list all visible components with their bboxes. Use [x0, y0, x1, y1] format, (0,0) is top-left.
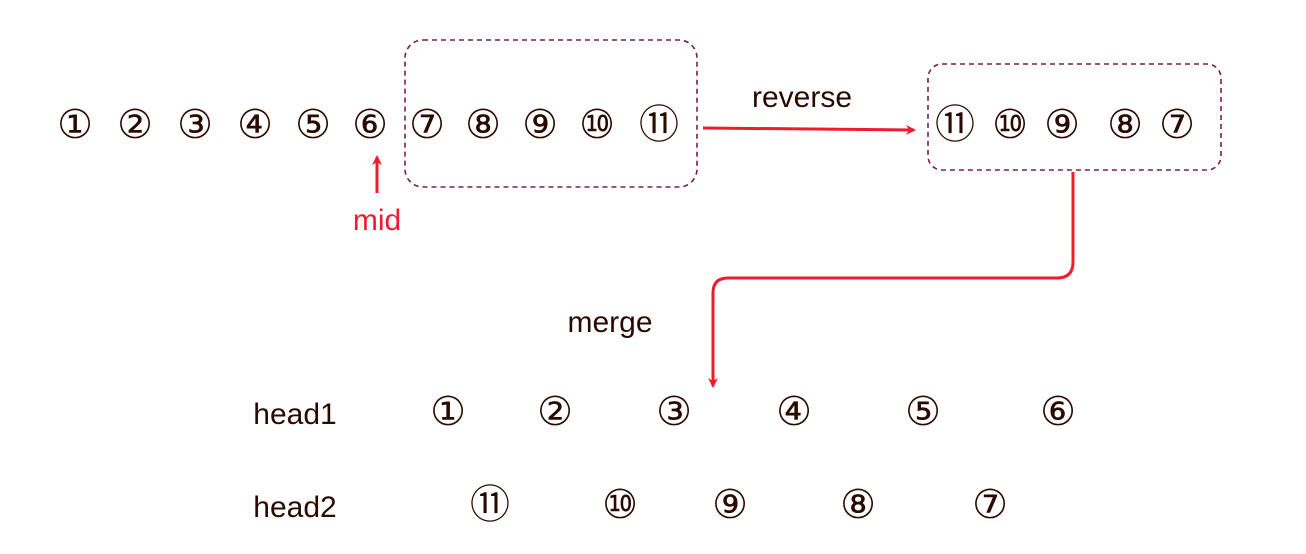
original-list-node: ⑥ [352, 102, 388, 148]
head2-node: ⑨ [712, 482, 748, 528]
reverse-arrow [702, 124, 916, 135]
original-list-node: ⑤ [295, 102, 331, 148]
head2-node: ⑦ [972, 482, 1008, 528]
merge-arrow [708, 172, 1075, 388]
head1-node: ① [430, 389, 466, 435]
head1-node: ② [537, 389, 573, 435]
head2-list: ⑪ ⑩ ⑨ ⑧ ⑦ [470, 482, 1008, 528]
head1-node: ③ [656, 389, 692, 435]
head1-list: ① ② ③ ④ ⑤ ⑥ [430, 389, 1076, 435]
original-list-node: ④ [237, 102, 273, 148]
reverse-label: reverse [752, 81, 852, 114]
reversed-list-node: ⑨ [1044, 102, 1080, 148]
reversed-list-node: ⑩ [992, 102, 1028, 148]
head1-node: ④ [776, 389, 812, 435]
mid-label: mid [353, 204, 401, 237]
head2-label: head2 [253, 491, 336, 524]
second-half-box [404, 39, 698, 188]
original-list-node: ⑦ [409, 102, 445, 148]
reversed-list-node: ⑦ [1159, 102, 1195, 148]
head1-node: ⑥ [1040, 389, 1076, 435]
head1-label: head1 [253, 398, 336, 431]
reversed-list-node: ⑪ [935, 102, 975, 148]
original-list-node: ① [57, 102, 93, 148]
reversed-box [927, 63, 1222, 171]
original-list-node: ⑩ [579, 102, 615, 148]
merge-label: merge [567, 306, 652, 339]
reversed-list-node: ⑧ [1107, 102, 1143, 148]
original-list-node: ⑪ [639, 102, 679, 148]
head2-node: ⑪ [470, 482, 510, 528]
original-list-node: ⑨ [522, 102, 558, 148]
head2-node: ⑧ [840, 482, 876, 528]
original-list-node: ③ [177, 102, 213, 148]
original-list-node: ② [117, 102, 153, 148]
head1-node: ⑤ [905, 389, 941, 435]
original-list-node: ⑧ [465, 102, 501, 148]
head2-node: ⑩ [602, 482, 638, 528]
